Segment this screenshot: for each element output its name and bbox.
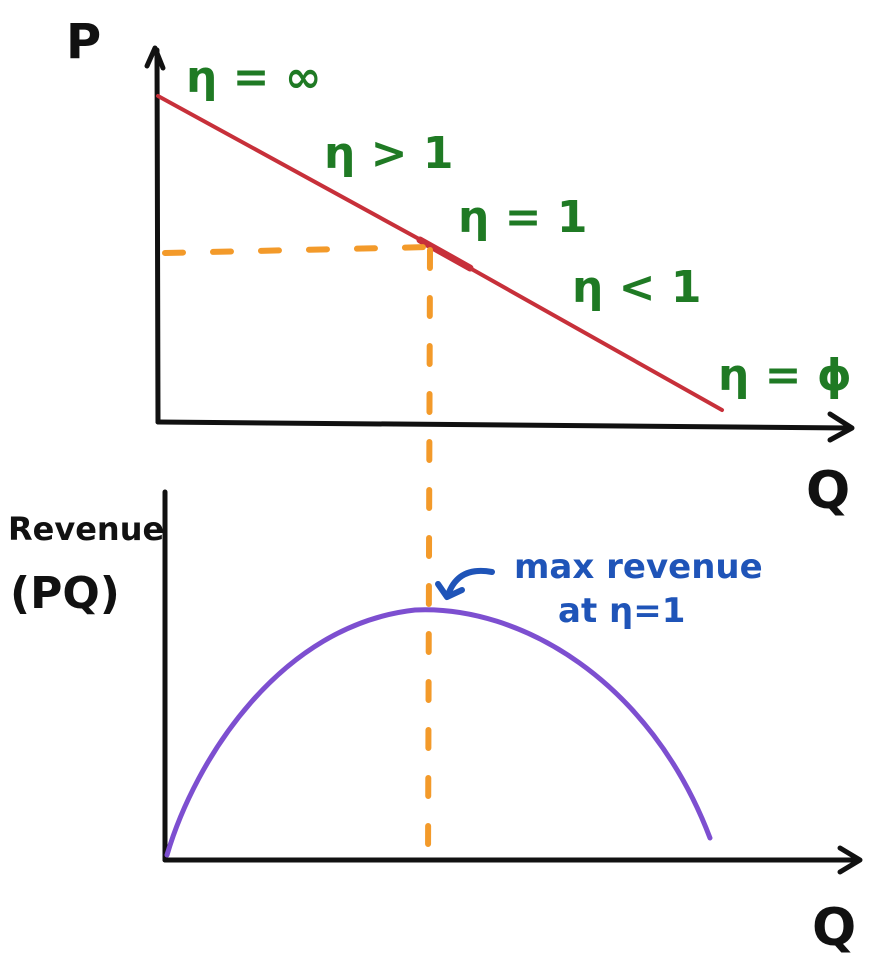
top-x-axis — [155, 419, 853, 431]
demand-line-middle — [416, 236, 474, 272]
bottom-x-axis-label: Q — [812, 898, 856, 958]
top-chart: P Q η = ∞ η > 1 η = 1 η < 1 η = ϕ — [66, 14, 855, 521]
demand-line-lower — [466, 265, 724, 412]
elasticity-less-than-one-label: η < 1 — [572, 262, 701, 313]
elasticity-zero-label: η = ϕ — [718, 350, 852, 401]
quantity-guide-line — [425, 247, 433, 869]
max-revenue-annotation-line1: max revenue — [514, 547, 763, 587]
top-y-axis-arrowhead — [144, 45, 166, 71]
price-guide-line — [162, 244, 433, 256]
revenue-curve — [164, 607, 713, 858]
top-y-axis-label: P — [66, 14, 101, 70]
top-x-axis-arrowhead — [827, 411, 855, 443]
demand-line-upper — [156, 94, 432, 247]
elasticity-greater-than-one-label: η > 1 — [324, 128, 453, 179]
elasticity-infinite-label: η = ∞ — [186, 52, 321, 103]
bottom-y-axis-label-line2: (PQ) — [10, 568, 120, 619]
bottom-y-axis-label-line1: Revenue — [8, 510, 164, 548]
top-x-axis-label: Q — [806, 461, 850, 521]
bottom-x-axis-arrowhead — [837, 845, 863, 875]
max-revenue-annotation-line2: at η=1 — [558, 591, 685, 631]
max-revenue-arrow — [445, 568, 495, 598]
top-y-axis — [154, 47, 161, 425]
max-revenue-arrow-head — [435, 581, 465, 600]
bottom-chart: Revenue (PQ) Q max revenue at η=1 — [8, 489, 863, 958]
elasticity-equals-one-label: η = 1 — [458, 192, 587, 243]
